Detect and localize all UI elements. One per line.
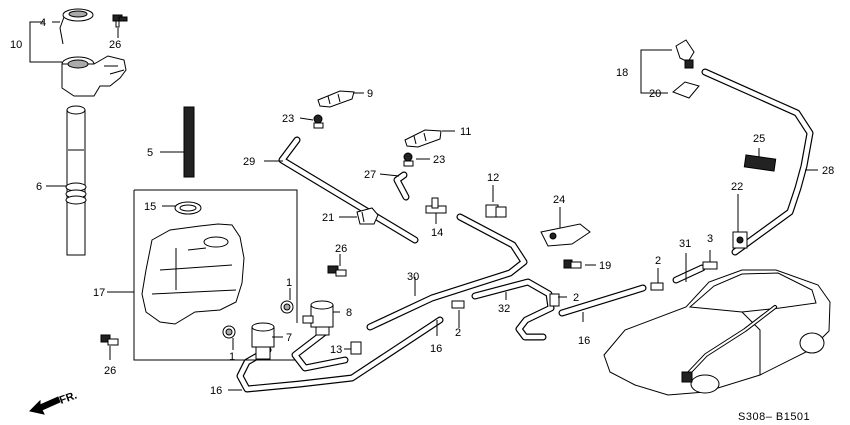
callout-32: 32: [498, 303, 510, 315]
joint-part-2-c: [650, 282, 664, 291]
nozzle-part-11: [404, 129, 442, 148]
filler-neck-part-10: [61, 55, 127, 97]
callout-5: 5: [147, 147, 153, 159]
callout-19: 19: [599, 260, 611, 272]
valve-part-13: [350, 341, 362, 355]
callout-16-mid: 16: [430, 343, 442, 355]
callout-18: 18: [616, 67, 628, 79]
callout-11: 11: [460, 126, 471, 138]
callout-21: 21: [322, 212, 334, 224]
callout-9: 9: [367, 88, 373, 100]
callout-13: 13: [330, 344, 342, 356]
callout-17: 17: [93, 287, 105, 299]
clip-part-22: [732, 231, 748, 249]
nut-part-19: [563, 259, 582, 269]
callout-27: 27: [364, 169, 376, 181]
bolt-part-26-top: [112, 14, 128, 28]
callout-15: 15: [144, 201, 156, 213]
front-direction-indicator: FR.: [28, 389, 79, 415]
callout-26-low: 26: [104, 365, 116, 377]
callout-4: 4: [40, 17, 46, 29]
joint-part-2-a: [451, 300, 465, 309]
callout-16-right: 16: [578, 335, 590, 347]
callout-29: 29: [243, 156, 255, 168]
callout-6: 6: [36, 181, 42, 193]
callout-25: 25: [753, 133, 765, 145]
callout-10: 10: [10, 39, 22, 51]
grommet-part-1: [222, 300, 294, 339]
bolt-part-26-low: [100, 334, 119, 346]
nut-part-23-a: [313, 114, 324, 129]
pump-part-8: [302, 300, 334, 336]
front-label: FR.: [58, 389, 79, 406]
clamp-part-21: [356, 207, 379, 225]
callout-12: 12: [487, 172, 499, 184]
callout-1-low: 1: [229, 351, 235, 363]
callout-20: 20: [649, 88, 661, 100]
callout-14: 14: [431, 227, 443, 239]
callout-22: 22: [731, 181, 743, 193]
callout-30: 30: [407, 271, 419, 283]
callout-31: 31: [679, 238, 691, 250]
pad-part-25: [743, 154, 777, 172]
nozzle-part-18: [675, 39, 695, 69]
callout-3: 3: [707, 233, 713, 245]
hoses: [236, 68, 814, 393]
callouts: 4 10 26 6 5 15 17 1 1 7 8 26 26 16 13 9 …: [10, 17, 834, 397]
callout-16-left: 16: [210, 385, 222, 397]
connector-part-14: [425, 197, 447, 214]
callout-23-b: 23: [433, 154, 445, 166]
callout-8: 8: [346, 307, 352, 319]
callout-7: 7: [286, 332, 292, 344]
callout-2-far: 2: [655, 255, 661, 267]
nut-part-23-b: [403, 152, 414, 167]
nozzle-part-9: [317, 90, 355, 108]
clip-part-24: [540, 223, 591, 247]
front-arrow-icon: [28, 396, 61, 415]
callout-26-top: 26: [109, 39, 121, 51]
car-outline: [603, 269, 831, 396]
leader-lines: [29, 21, 818, 391]
strip-part-5: [183, 106, 195, 178]
callout-24: 24: [553, 194, 565, 206]
diagram-code: S308– B1501: [738, 411, 810, 423]
filler-tube-part-6: [65, 105, 87, 256]
joint-part-2-b: [549, 293, 560, 307]
joint-part-3: [702, 261, 718, 270]
reservoir-part-17: [141, 223, 245, 325]
callout-2-mid: 2: [455, 327, 461, 339]
callout-2-right: 2: [573, 292, 579, 304]
callout-1-top: 1: [286, 277, 292, 289]
seal-part-15: [174, 201, 202, 215]
callout-28: 28: [822, 165, 834, 177]
callout-23-a: 23: [282, 113, 294, 125]
pad-part-20: [672, 81, 700, 99]
grommet-part-12: [485, 204, 507, 218]
washer-cap-part-4: [59, 8, 94, 45]
pump-part-7: [251, 322, 275, 360]
bolt-part-26-mid: [327, 265, 347, 277]
callout-26-mid: 26: [335, 243, 347, 255]
